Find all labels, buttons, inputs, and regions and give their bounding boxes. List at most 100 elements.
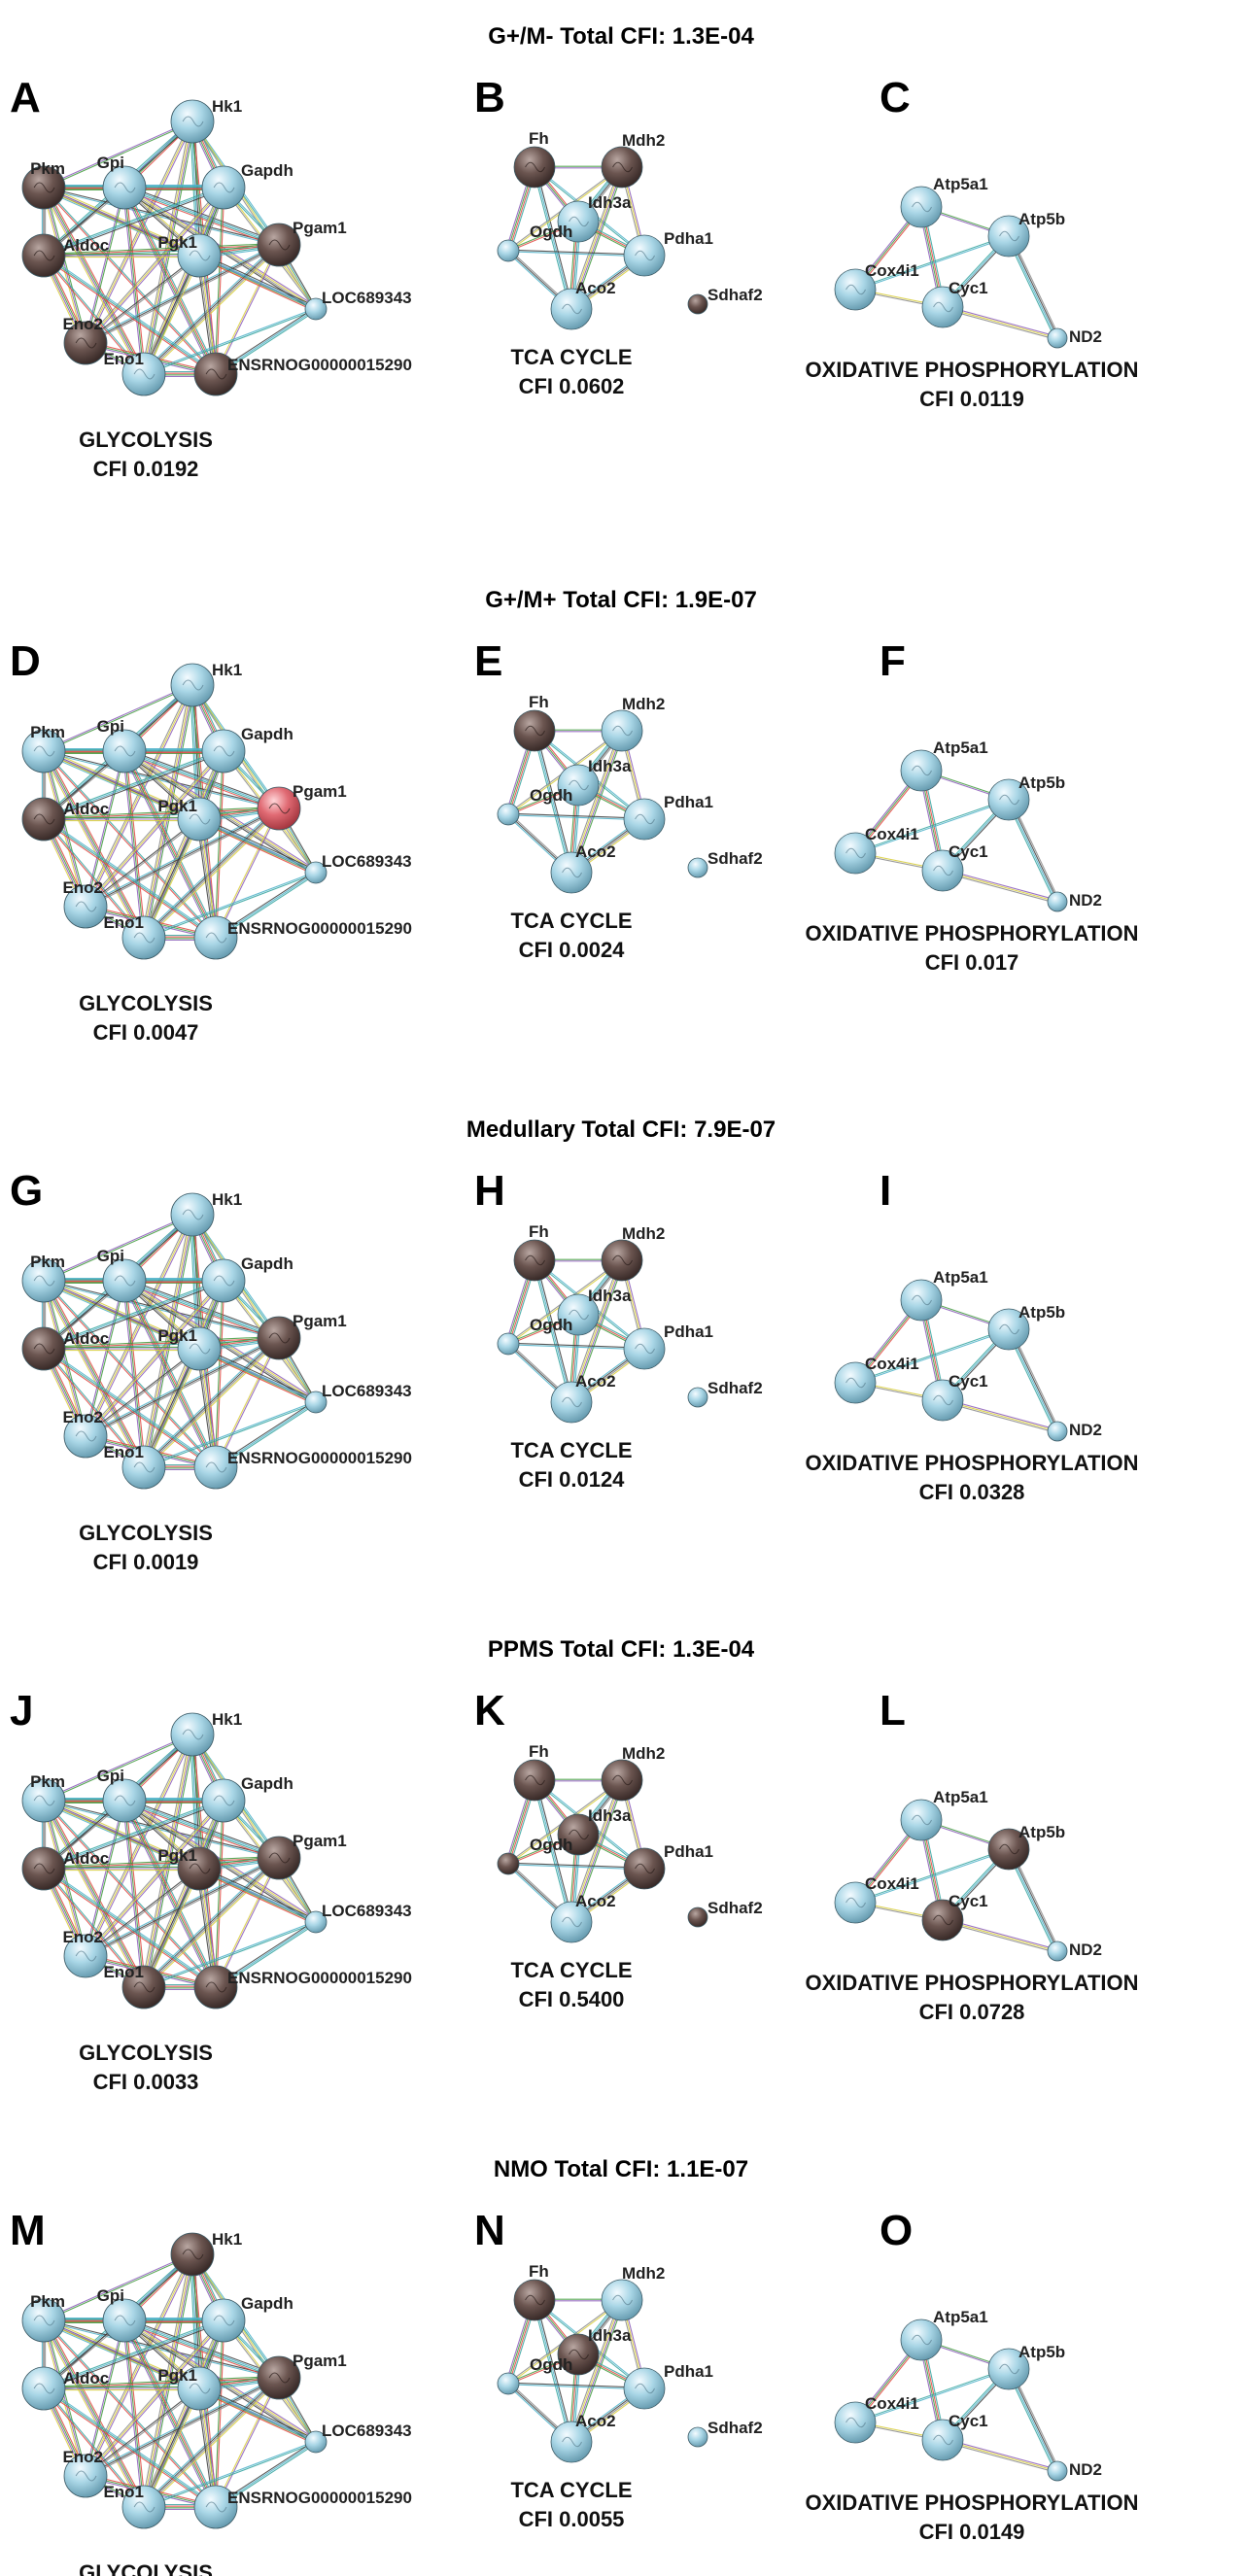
node-label: ENSRNOG00000015290 [227,1969,412,1987]
edge-line [124,1799,280,1858]
node-nd2 [1047,327,1068,349]
panel-letter: O [880,2207,913,2254]
node-label: Hk1 [212,1710,242,1729]
edge-line [122,1802,279,1861]
node-label: Gpi [97,2286,124,2305]
edge-line [854,798,1009,853]
edge-line [143,807,279,938]
node-label: Fh [529,1742,549,1761]
node-structure-glyph [933,865,953,876]
edge-line [145,2379,282,2510]
edge-line [854,1327,1009,1383]
node-label: Aldoc [63,1849,109,1868]
panel-letter: J [10,1687,33,1735]
edge-line [534,2299,572,2443]
node-structure-glyph [268,1852,291,1864]
node-cyc1 [921,849,964,892]
edge-line [214,187,224,374]
edge-line [142,255,199,374]
node-structure-glyph [933,301,953,313]
edge-line [85,750,224,908]
node-structure-glyph [205,1461,227,1473]
edge-line [45,750,88,907]
node-pgk1 [177,233,222,278]
edge-line [535,1779,574,1922]
node-label: Pdha1 [664,2362,713,2381]
node-structure-glyph [182,2249,204,2260]
edge-line [42,1869,216,1989]
edge-line [854,234,1009,290]
pathway-name: TCA CYCLE [510,2478,632,2502]
node-pgk1 [177,1846,222,1891]
node-ogdh [497,239,520,262]
node-label: Pgk1 [157,1326,197,1345]
edge-line [43,2252,192,2320]
node-structure-glyph [189,2383,211,2394]
node-ensrnog00000015290 [193,915,238,960]
node-aco2 [550,288,593,330]
node-hk1 [170,2232,215,2277]
edge-line [43,187,86,344]
node-label: Ogdh [530,223,572,241]
edge-line [214,1280,224,1467]
node-structure-glyph [635,2383,655,2394]
node-label: ND2 [1069,891,1102,910]
node-structure-glyph [999,2363,1019,2375]
node-structure-glyph [213,1795,235,1806]
edge-line [216,1338,281,1468]
node-label: Pgam1 [293,1312,347,1330]
edge-line [142,1348,199,1467]
edge-line [42,2388,216,2509]
edge-line [508,2382,645,2388]
edge-line [572,1260,625,1403]
node-structure-glyph [268,1332,291,1344]
node-structure-glyph [562,1916,582,1928]
panel-letter: G [10,1167,43,1215]
edge-line [86,751,225,909]
edge-line [44,185,201,255]
edge-line [125,750,147,938]
node-label: Gpi [97,154,124,172]
edge-line [569,2299,621,2442]
node-structure-glyph [33,182,55,193]
node-structure-glyph [205,368,227,380]
edge-line [43,2319,86,2477]
node-gpi [102,165,147,210]
edge-line [508,812,645,819]
node-structure-glyph [525,1254,545,1266]
edge-line [123,751,279,810]
edge-line [85,1337,280,1437]
pathway-name: OXIDATIVE PHOSPHORYLATION [805,2490,1138,2515]
edge-line [571,1260,624,1403]
edge-line [43,1801,216,1988]
edge-line [41,2320,143,2509]
node-aldoc [21,1846,66,1891]
edge-line [143,1348,200,1468]
edge-line [122,1282,279,1341]
panel-letter: A [10,74,41,121]
node-label: Mdh2 [622,131,665,150]
edge-line [532,1260,570,1403]
node-pdha1 [623,798,666,841]
node-cox4i1 [834,268,877,311]
node-structure-glyph [213,745,235,757]
node-idh3a [557,2333,600,2376]
node-structure-glyph [33,2315,55,2326]
edge-line [143,818,200,939]
node-structure-glyph [182,116,204,127]
node-pgk1 [177,2366,222,2411]
edge-line [569,730,621,873]
pathway-name: GLYCOLYSIS [79,2560,213,2576]
edge-line [121,1801,143,1988]
panel-letter: E [474,637,502,685]
node-label: Atp5a1 [933,1788,988,1806]
edge-line [534,1779,572,1923]
node-structure-glyph [912,1814,932,1826]
node-label: Idh3a [588,757,632,775]
edge-line [145,809,282,941]
node-aco2 [550,1901,593,1943]
edge-line [214,1800,224,1987]
